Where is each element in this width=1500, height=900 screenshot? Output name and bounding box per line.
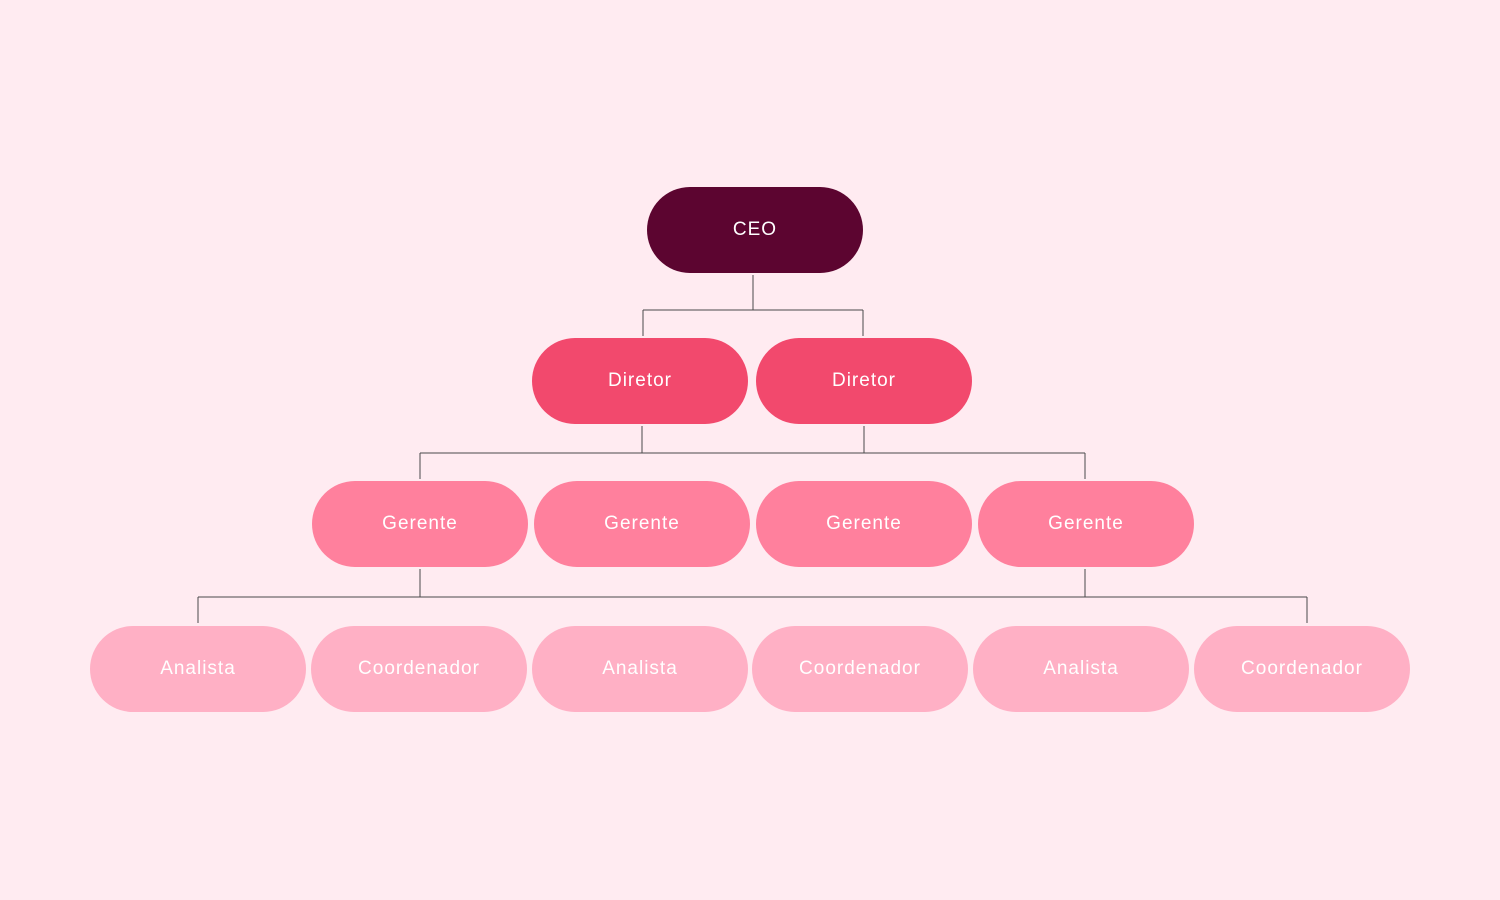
node-analista-1: Analista bbox=[90, 626, 306, 712]
node-gerente-1: Gerente bbox=[312, 481, 528, 567]
connector-gerentes-equipe bbox=[197, 569, 1308, 623]
node-diretor-2: Diretor bbox=[756, 338, 972, 424]
node-coordenador-2: Coordenador bbox=[752, 626, 968, 712]
connector-ceo-diretores bbox=[642, 275, 864, 336]
node-gerente-4: Gerente bbox=[978, 481, 1194, 567]
node-analista-2: Analista bbox=[532, 626, 748, 712]
node-coordenador-3: Coordenador bbox=[1194, 626, 1410, 712]
node-gerente-3: Gerente bbox=[756, 481, 972, 567]
node-coordenador-1: Coordenador bbox=[311, 626, 527, 712]
node-diretor-1: Diretor bbox=[532, 338, 748, 424]
connector-diretores-gerentes bbox=[419, 426, 1086, 479]
node-ceo: CEO bbox=[647, 187, 863, 273]
node-gerente-2: Gerente bbox=[534, 481, 750, 567]
node-analista-3: Analista bbox=[973, 626, 1189, 712]
